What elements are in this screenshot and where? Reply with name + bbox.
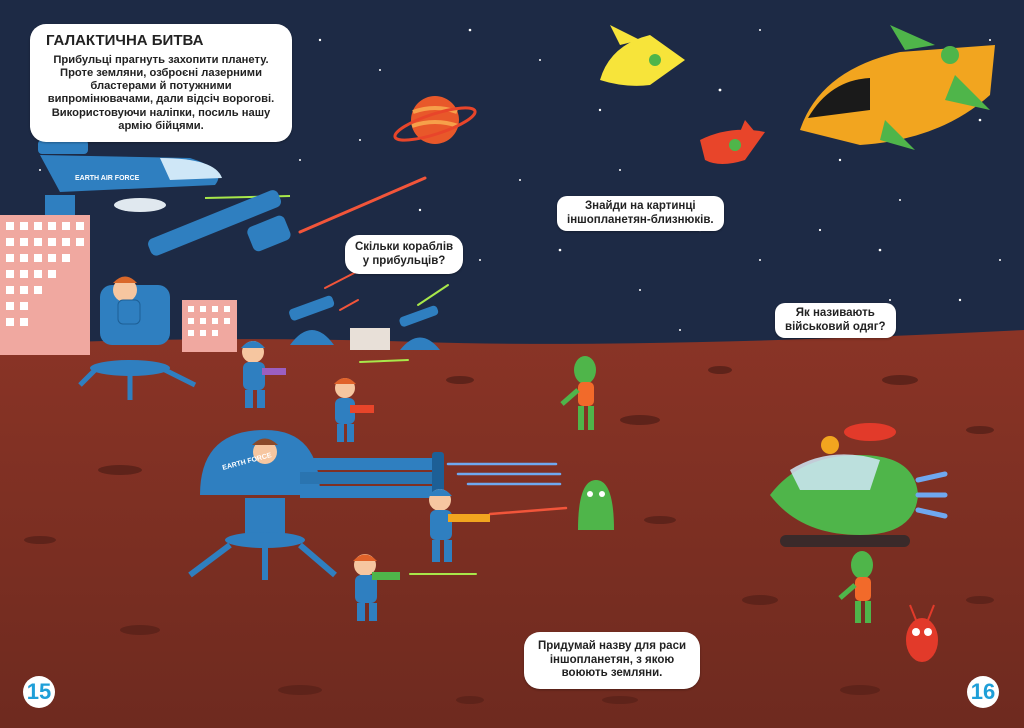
page-number-left: 15: [23, 676, 55, 708]
question-uniform-line1: Як називають: [795, 307, 875, 319]
alien-fish-ship: [700, 120, 765, 164]
question-ships-line2: у прибульців?: [362, 254, 446, 267]
question-twins-line1: Знайди на картинці: [584, 200, 696, 212]
question-race-line1: Придумай назву для раси: [538, 640, 687, 652]
soldier-3: [428, 489, 490, 562]
question-ships-line1: Скільки кораблів: [355, 241, 454, 253]
intro-text: Прибульці прагнуть захопити планету. Про…: [47, 53, 275, 132]
earth-air-force-ship: EARTH AIR FORCE: [38, 140, 291, 215]
question-twins: Знайди на картинці іншопланетян-близнюкі…: [557, 196, 724, 232]
alien-tank: [770, 423, 948, 547]
mars-ground: [0, 330, 1024, 728]
ringed-planet: [393, 96, 477, 144]
earth-soldiers: [241, 341, 490, 621]
soldier-2: [334, 378, 374, 442]
laser-cannon-turret: [78, 190, 291, 400]
soldier-1: [241, 341, 286, 408]
intro-card: ГАЛАКТИЧНА БИТВА Прибульці прагнуть захо…: [30, 24, 292, 142]
laser-beams: [298, 176, 568, 575]
question-race-line2: іншопланетян, з якою: [549, 653, 675, 666]
soldier-4: [353, 554, 400, 621]
earth-force-gatling-cannon: EARTH FORCE: [188, 430, 444, 580]
question-ships: Скільки кораблів у прибульців?: [345, 235, 464, 275]
green-alien-2: [838, 551, 873, 623]
aliens: [560, 356, 938, 662]
question-twins-line2: іншопланетян-близнюків.: [567, 213, 714, 226]
red-alien: [906, 604, 938, 662]
question-race-line3: воюють земляни.: [561, 667, 663, 680]
question-uniform: Як називають військовий одяг?: [775, 303, 896, 339]
city-buildings: [0, 215, 390, 355]
alien-rocket-small: [600, 25, 685, 86]
green-alien-1: [560, 356, 596, 430]
page-number-right: 16: [967, 676, 999, 708]
alien-rocket-large: [800, 25, 995, 150]
question-race-name: Придумай назву для раси іншопланетян, з …: [524, 632, 701, 689]
green-blob-alien: [578, 480, 614, 530]
ship-label: EARTH AIR FORCE: [75, 175, 140, 182]
page-title: ГАЛАКТИЧНА БИТВА: [46, 32, 204, 49]
question-uniform-line2: військовий одяг?: [785, 320, 886, 333]
distant-turrets: [289, 295, 440, 350]
